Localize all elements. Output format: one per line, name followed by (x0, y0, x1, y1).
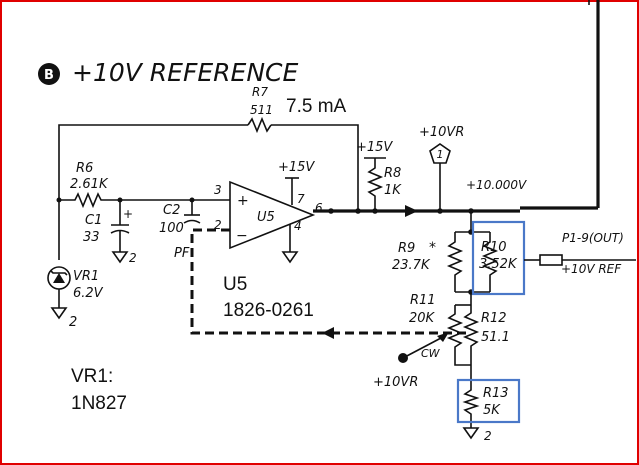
test-point-label-bottom: +10VR (373, 375, 418, 390)
r7-ref: R7 (252, 85, 268, 99)
pin-7: 7 (297, 192, 305, 206)
c1-plate-curved (110, 229, 130, 234)
u5-annotation-part: 1826-0261 (223, 300, 314, 321)
r8-supply-label: +15V (356, 140, 393, 155)
r6-value: 2.61K (70, 177, 109, 192)
r6-ref: R6 (76, 161, 93, 176)
ground-icon (281, 251, 299, 264)
test-point-number: 1 (437, 148, 444, 161)
r13-resistor (462, 380, 480, 428)
u5-plus-sign: + (237, 193, 249, 209)
pin-6: 6 (315, 201, 323, 215)
u5-annotation-ref: U5 (223, 274, 247, 295)
r9-ref: R9 (398, 241, 415, 256)
r11-wiper-label: CW (421, 347, 441, 360)
pin-3: 3 (214, 183, 222, 197)
u5-opamp (229, 180, 316, 250)
c2-unit: PF (174, 246, 190, 261)
u5-ref: U5 (257, 210, 275, 225)
c1-ground-number: 2 (129, 251, 137, 265)
vr1-ground-number: 2 (69, 315, 77, 330)
r9-mark: * (429, 240, 436, 256)
feedback-wire (58, 124, 248, 260)
r12-ref: R12 (481, 311, 507, 326)
r10-resistor (481, 232, 499, 292)
r10-ref: R10 (481, 240, 507, 255)
wiper-test-point-icon (398, 353, 408, 363)
section-badge (38, 63, 60, 85)
ground-icon (111, 251, 129, 264)
r10-highlight-box (471, 220, 526, 296)
r8-resistor (366, 158, 384, 211)
pin-4: 4 (294, 219, 302, 233)
c2-value: 100 (159, 221, 184, 236)
wiper-wire (402, 337, 442, 359)
r13-ground-number: 2 (484, 429, 492, 443)
junction-dot (56, 197, 62, 203)
r11-value: 20K (409, 311, 436, 326)
r13-value: 5K (483, 403, 501, 418)
r13-highlight-box (456, 378, 521, 424)
test-point-label-top: +10VR (419, 125, 464, 140)
c1-plus: + (123, 207, 133, 221)
c1-value: 33 (83, 230, 100, 245)
r7-resistor (247, 116, 272, 134)
r9-resistor (446, 232, 464, 292)
r11-potentiometer (446, 305, 471, 366)
r8-ref: R8 (384, 166, 401, 181)
wiper-arrow-icon (437, 332, 449, 342)
vr1-value: 6.2V (73, 286, 104, 301)
r11-ref: R11 (410, 293, 436, 308)
arrow-left-icon (322, 327, 334, 339)
r8-value: 1K (384, 183, 402, 198)
junction-dot (355, 208, 361, 214)
output-label: +10V REF (561, 262, 622, 276)
vr1-ref: VR1 (73, 269, 99, 284)
c1-ref: C1 (85, 213, 102, 228)
r13-ref: R13 (483, 386, 509, 401)
section-title: B +10V REFERENCE (38, 58, 298, 87)
vr1-annotation-ref: VR1: (71, 366, 113, 387)
u5-minus-sign: − (236, 228, 248, 244)
connector-label: P1-9(OUT) (562, 231, 624, 245)
ground-icon (462, 427, 480, 440)
zener-icon (53, 273, 65, 283)
zener-bar (50, 270, 68, 276)
title-text: +10V REFERENCE (72, 58, 298, 87)
pin-2: 2 (214, 218, 222, 232)
current-annotation: 7.5 mA (286, 96, 347, 117)
r6-resistor (59, 191, 230, 209)
junction-dot (328, 208, 334, 214)
r7-value: 511 (250, 103, 273, 117)
connector-icon (539, 254, 563, 266)
vr1-annotation-part: 1N827 (71, 393, 127, 414)
r9-value: 23.7K (392, 258, 431, 273)
r10-value: 3.52K (479, 257, 518, 272)
node-voltage: +10.000V (466, 178, 527, 192)
r12-resistor (462, 305, 480, 380)
c2-plate-curved (183, 219, 201, 224)
c2-ref: C2 (163, 203, 180, 218)
arrow-right-icon (405, 205, 418, 217)
feedback-wire-right (271, 124, 359, 210)
section-badge-label: B (44, 68, 54, 83)
r12-value: 51.1 (481, 330, 510, 345)
ground-icon (50, 307, 68, 320)
u5-supply-label: +15V (278, 160, 315, 175)
